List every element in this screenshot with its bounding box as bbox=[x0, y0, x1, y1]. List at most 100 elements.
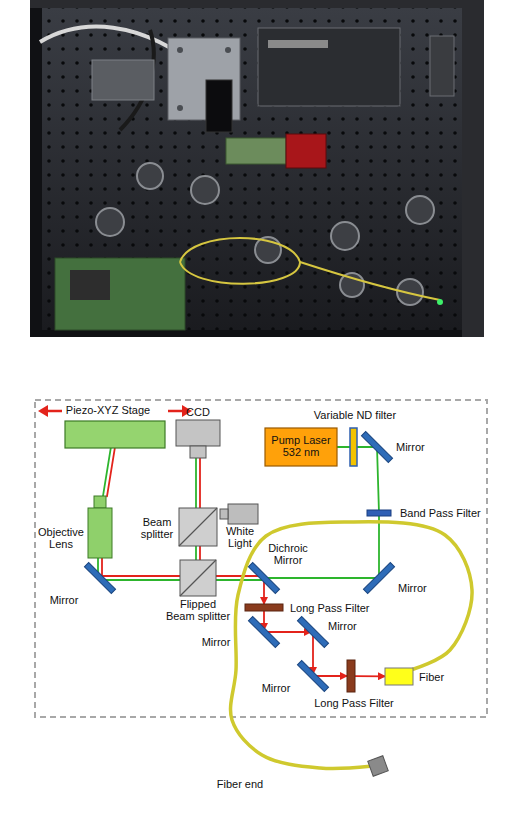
beam-splitter: Beam splitter bbox=[179, 508, 217, 546]
optic-mount bbox=[406, 196, 434, 224]
screw bbox=[177, 105, 183, 111]
stage-motion-arrow bbox=[38, 405, 48, 417]
mirror-plate bbox=[248, 616, 279, 647]
red-beam bbox=[263, 580, 265, 604]
component-label: Mirror bbox=[398, 582, 438, 594]
component-label: Mirror bbox=[198, 636, 234, 648]
component-label: White Light bbox=[221, 525, 259, 549]
component-label: Mirror bbox=[44, 594, 84, 606]
coupler-body bbox=[385, 668, 413, 685]
beam-path bbox=[377, 449, 379, 510]
red-beam bbox=[216, 575, 262, 577]
cube-body bbox=[179, 508, 217, 546]
optic-mount bbox=[331, 222, 359, 250]
long-pass-filter-shape bbox=[347, 660, 355, 692]
red-beam bbox=[199, 546, 201, 560]
mirror: Mirror bbox=[311, 674, 315, 678]
component-label: Flipped Beam splitter bbox=[165, 598, 231, 622]
beam-path bbox=[315, 676, 347, 677]
enclosure-border bbox=[35, 400, 487, 717]
beam-path bbox=[196, 546, 200, 560]
beam-splitter-shape bbox=[179, 508, 217, 546]
component-label: Pump Laser 532 nm bbox=[265, 434, 337, 458]
flipped-beam-splitter: Flipped Beam splitter bbox=[180, 560, 216, 596]
mirror-shape bbox=[375, 445, 379, 449]
long-pass-filter: Long Pass Filter bbox=[245, 604, 283, 611]
white-light: White Light bbox=[220, 504, 258, 524]
component-label: Fiber bbox=[419, 671, 453, 683]
flipped-beam-splitter-shape bbox=[180, 560, 216, 596]
green-beam bbox=[216, 579, 262, 581]
breadboard-holes bbox=[42, 8, 472, 330]
mirror-plate bbox=[248, 562, 279, 593]
mirror-plate bbox=[297, 616, 328, 647]
green-beam bbox=[195, 546, 197, 560]
mirror: Mirror bbox=[377, 576, 381, 580]
green-beam bbox=[378, 516, 380, 576]
objective-lens-shape bbox=[88, 496, 112, 558]
beam-path bbox=[355, 676, 385, 677]
device-plate bbox=[268, 40, 328, 48]
red-beam bbox=[315, 675, 347, 677]
lens-tube bbox=[226, 138, 286, 164]
mirror-shape bbox=[311, 630, 315, 634]
beam-path bbox=[266, 632, 311, 633]
red-mount bbox=[286, 134, 326, 168]
component-label: Piezo-XYZ Stage bbox=[60, 404, 156, 416]
ccd-camera: CCD bbox=[176, 420, 220, 458]
green-beam bbox=[377, 449, 379, 510]
fiber-tip bbox=[368, 756, 389, 777]
optic-mount bbox=[191, 176, 219, 204]
filter-glass bbox=[347, 660, 355, 692]
white-light-shape bbox=[220, 504, 258, 524]
cube-body bbox=[180, 560, 216, 596]
beam-path bbox=[102, 576, 180, 580]
camera-photo bbox=[206, 80, 232, 132]
objective-lens: Objective Lens bbox=[88, 496, 112, 558]
green-beam bbox=[102, 579, 180, 581]
component-label: Objective Lens bbox=[36, 526, 86, 550]
component-label: Mirror bbox=[258, 682, 294, 694]
beam-path bbox=[313, 634, 314, 674]
component-label: CCD bbox=[176, 406, 220, 418]
pump-laser: Pump Laser 532 nm bbox=[265, 428, 337, 466]
mirror: Mirror bbox=[262, 630, 266, 634]
beam-path bbox=[379, 516, 380, 576]
fiber-end-shape bbox=[370, 758, 386, 774]
stage-body bbox=[65, 421, 165, 448]
cube-diagonal bbox=[180, 560, 216, 596]
beam-path bbox=[264, 580, 265, 604]
nd-filter-shape bbox=[350, 428, 357, 466]
beam-path bbox=[337, 447, 350, 448]
red-beam bbox=[101, 558, 103, 576]
green-beam bbox=[266, 577, 377, 579]
optic-mount bbox=[137, 163, 163, 189]
mirror-shape bbox=[262, 630, 266, 634]
camera-body bbox=[176, 420, 220, 446]
screw bbox=[225, 47, 231, 53]
laser-head-photo bbox=[258, 28, 400, 106]
nd-filter: Variable ND filter bbox=[350, 428, 357, 466]
mirror: Mirror bbox=[311, 630, 315, 634]
photo-frame bbox=[30, 0, 484, 337]
stage-platform-shape bbox=[65, 421, 165, 448]
setup-photo bbox=[30, 0, 484, 337]
component-label: Dichroic Mirror bbox=[264, 542, 312, 566]
diagram-layout bbox=[35, 400, 487, 717]
stage-platform: Piezo-XYZ Stage bbox=[65, 421, 165, 448]
fiber-coupler: Fiber bbox=[385, 668, 413, 685]
mirror-shape bbox=[311, 674, 315, 678]
red-beam bbox=[199, 458, 201, 508]
fiber-coupler-shape bbox=[385, 668, 413, 685]
optic-mount bbox=[96, 208, 124, 236]
laser-body bbox=[265, 428, 337, 466]
dichroic-mirror-shape bbox=[262, 576, 266, 580]
ccd-camera-shape bbox=[176, 420, 220, 458]
mirror-shape bbox=[377, 576, 381, 580]
mirror: Mirror bbox=[98, 576, 102, 580]
long-pass-filter: Long Pass Filter bbox=[347, 660, 355, 692]
band-pass-filter-shape bbox=[367, 510, 391, 516]
mirror-plate bbox=[363, 562, 394, 593]
red-beam bbox=[102, 575, 180, 577]
side-rail bbox=[462, 0, 484, 337]
